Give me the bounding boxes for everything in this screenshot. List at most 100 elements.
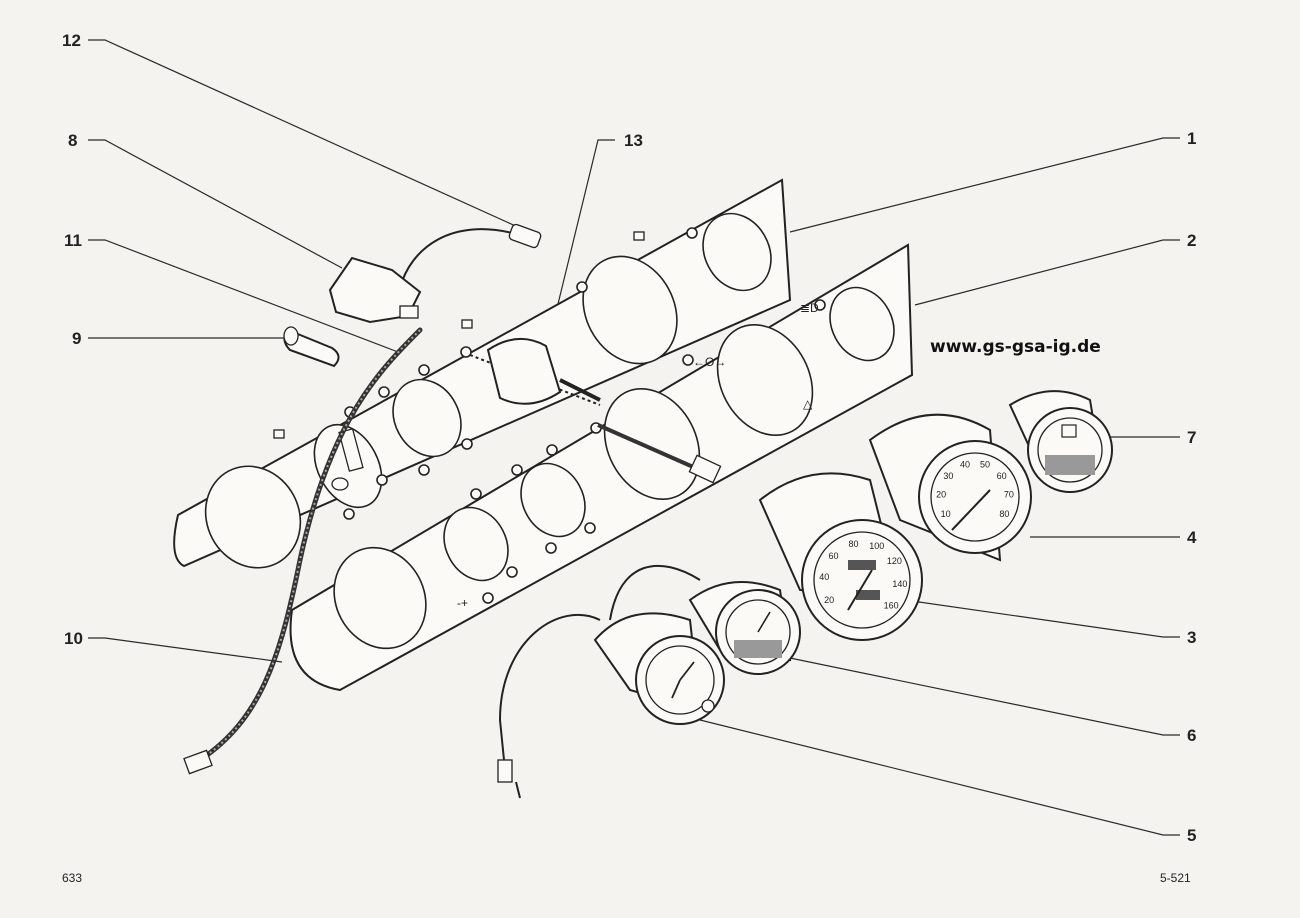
sensor-shaft [399,305,419,319]
front-indicator [482,592,494,604]
leader-12 [88,39,521,229]
rear-clip [633,231,645,241]
label-1: 1 [1187,129,1196,148]
gauge4-tick-label: 70 [1004,490,1014,500]
front-indicator [546,444,558,456]
leader-8 [88,139,343,269]
label-13: 13 [624,131,643,150]
leader-6 [789,657,1180,736]
speedo-tick-label: 20 [824,595,834,605]
label-3: 3 [1187,628,1196,647]
front-panel: ≣D ←O→ △ -+ [289,243,914,692]
label-4: 4 [1187,528,1197,547]
website-url: www.gs-gsa-ig.de [930,337,1101,357]
speedo-face [813,531,911,629]
rear-screw [461,438,473,450]
front-indicator [814,299,826,311]
rear-screw [460,346,472,358]
gauge5-knob [701,699,715,713]
rear-screw [418,364,430,376]
gauge4-tick-label: 80 [999,509,1009,519]
rear-clip [273,429,285,439]
rear-screw [343,508,355,520]
bulb-end [283,326,299,346]
gauge4-scale: 10 20 30 40 50 60 70 80 [936,460,1014,520]
gauge4-tick-label: 40 [960,460,970,470]
fuel-icon [1061,424,1077,438]
speedo-tick-label: 60 [828,551,838,561]
sensor-wire [399,228,521,289]
sensor-part-8 [328,223,542,324]
front-hole-5 [716,323,814,437]
speedo-tick-label: 140 [892,579,907,589]
gauge4-tick-label: 60 [997,471,1007,481]
label-2: 2 [1187,231,1196,250]
gauge-5 [497,564,725,799]
speedo-tick-label: 160 [884,600,899,610]
front-indicator [470,488,482,500]
gauge-4: 10 20 30 40 50 60 70 80 [868,413,1032,562]
sensor-body [328,256,422,324]
gauge6-wire [609,564,701,621]
filter-shaft [559,378,601,402]
speedo-cable-inner [597,423,722,484]
rear-hole-1 [204,465,302,569]
front-indicator [682,354,694,366]
speedo-tick-label: 100 [869,541,884,551]
gauge4-needle [951,489,991,531]
leader-lines [88,39,1180,836]
gauge4-face [930,452,1020,542]
rear-hole-3 [582,255,678,365]
front-hole-3 [520,462,586,538]
trip-meter [856,590,880,600]
leader-3 [904,599,1180,638]
battery-symbol: -+ [457,596,468,610]
headlamp-symbol: ≣D [800,301,819,315]
temp-sensor-tip [515,781,521,799]
label-9: 9 [72,329,81,348]
label-12: 12 [62,31,81,50]
label-5: 5 [1187,826,1196,845]
rear-screw [576,281,588,293]
odometer [848,560,876,570]
rear-screw [376,474,388,486]
bulb-holder-9 [283,326,340,368]
shaft [469,354,601,406]
front-indicator [545,542,557,554]
speedo-tick-label: 80 [848,539,858,549]
label-7: 7 [1187,428,1196,447]
speedo-needle [847,569,873,611]
lamp-base [331,477,349,491]
page-number-right: 5-521 [1160,871,1191,885]
rear-hole-2 [392,378,462,458]
front-hole-6 [829,286,895,362]
leader-10 [88,637,283,663]
gauge4-tick-label: 10 [941,509,951,519]
rear-screw [418,464,430,476]
label-11: 11 [64,231,82,250]
gauge-7 [1008,390,1113,493]
filter-body [486,337,562,405]
page-number-left: 633 [62,871,82,885]
inner-cable [597,423,701,472]
part-labels: 12 8 11 9 13 1 2 7 4 3 6 10 5 [62,31,1197,845]
gauge4-tick-label: 50 [980,460,990,470]
gauge4-tick-label: 20 [936,490,946,500]
gauge6-fill [734,640,782,658]
rear-screw [378,386,390,398]
label-8: 8 [68,131,77,150]
front-indicator [506,566,518,578]
gauge6-needle [757,611,771,633]
speedo-tick-label: 120 [887,556,902,566]
outer-cable-texture [199,329,421,761]
gauge4-tick-label: 30 [943,471,953,481]
gauge7-fill [1045,455,1095,475]
temp-sensor [497,759,513,783]
leader-1 [789,137,1180,233]
leader-5 [699,719,1180,836]
front-hole-2 [443,506,509,582]
